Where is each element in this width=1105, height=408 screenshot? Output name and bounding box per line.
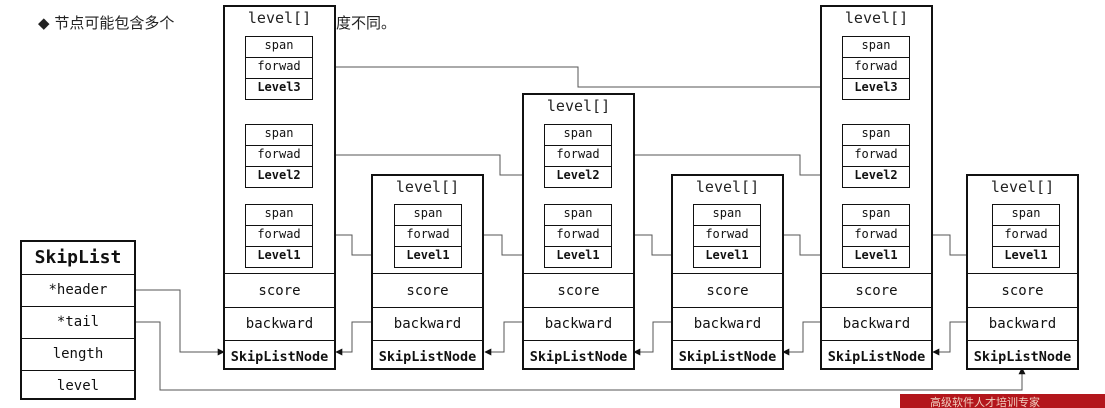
backward-row: backward xyxy=(522,307,635,340)
level-entry-level1: span forwad Level1 xyxy=(842,204,910,268)
skiplist-node-6 xyxy=(966,174,1079,370)
level-entry-level2: span forwad Level2 xyxy=(842,124,910,188)
skiplist-field-header: *header xyxy=(22,274,134,306)
backward-arrow-n2-n1 xyxy=(335,321,371,356)
backward-row: backward xyxy=(671,307,784,340)
node-footer: score backward SkipListNode xyxy=(966,273,1079,372)
level-array-title: level[] xyxy=(695,178,760,196)
score-row: score xyxy=(671,273,784,307)
level-label: Level1 xyxy=(544,246,612,268)
tail-pointer-arrow xyxy=(136,321,1026,391)
backward-row: backward xyxy=(371,307,484,340)
level-array-title: level[] xyxy=(844,9,909,27)
level-array-title: level[] xyxy=(546,97,611,115)
backward-row: backward xyxy=(223,307,336,340)
forward-cell: forwad xyxy=(693,225,761,247)
bullet-icon: ◆ xyxy=(38,14,50,32)
level-label: Level1 xyxy=(842,246,910,268)
span-cell: span xyxy=(693,204,761,226)
level-array-title: level[] xyxy=(395,178,460,196)
node-type-label: SkipListNode xyxy=(522,340,635,372)
level-label: Level3 xyxy=(842,78,910,100)
level-entry-level3: span forwad Level3 xyxy=(245,36,313,100)
forward-arrow-l2-n3-n5 xyxy=(610,154,842,179)
span-cell: span xyxy=(245,36,313,58)
backward-row: backward xyxy=(820,307,933,340)
skiplist-field-length: length xyxy=(22,338,134,370)
node-type-label: SkipListNode xyxy=(223,340,336,372)
level-label: Level3 xyxy=(245,78,313,100)
level-entry-level1: span forwad Level1 xyxy=(992,204,1060,268)
span-cell: span xyxy=(245,204,313,226)
node-footer: score backward SkipListNode xyxy=(820,273,933,372)
forward-cell: forwad xyxy=(842,57,910,79)
span-cell: span xyxy=(394,204,462,226)
score-row: score xyxy=(966,273,1079,307)
level-array-title: level[] xyxy=(990,178,1055,196)
node-footer: score backward SkipListNode xyxy=(671,273,784,372)
forward-cell: forwad xyxy=(394,225,462,247)
level-entry-level1: span forwad Level1 xyxy=(693,204,761,268)
header-pointer-arrow xyxy=(136,289,225,356)
span-cell: span xyxy=(544,204,612,226)
level-label: Level1 xyxy=(992,246,1060,268)
forward-cell: forwad xyxy=(544,225,612,247)
skiplist-field-tail: *tail xyxy=(22,306,134,338)
span-cell: span xyxy=(842,204,910,226)
span-cell: span xyxy=(992,204,1060,226)
level-label: Level2 xyxy=(544,166,612,188)
forward-cell: forwad xyxy=(245,57,313,79)
node-type-label: SkipListNode xyxy=(371,340,484,372)
forward-cell: forwad xyxy=(992,225,1060,247)
span-cell: span xyxy=(842,124,910,146)
backward-arrow-n3-n2 xyxy=(484,321,522,356)
level-label: Level1 xyxy=(693,246,761,268)
level-entry-level1: span forwad Level1 xyxy=(544,204,612,268)
intro-text-start: ◆ 节点可能包含多个 xyxy=(38,12,174,33)
level-label: Level1 xyxy=(394,246,462,268)
forward-cell: forwad xyxy=(544,145,612,167)
skiplist-title: SkipList xyxy=(34,247,122,268)
level-array-title: level[] xyxy=(247,9,312,27)
level-entry-level3: span forwad Level3 xyxy=(842,36,910,100)
level-label: Level2 xyxy=(842,166,910,188)
intro-text: 节点可能包含多个 xyxy=(54,14,175,32)
span-cell: span xyxy=(842,36,910,58)
node-footer: score backward SkipListNode xyxy=(522,273,635,372)
node-type-label: SkipListNode xyxy=(820,340,933,372)
forward-cell: forwad xyxy=(245,145,313,167)
forward-cell: forwad xyxy=(842,225,910,247)
forward-arrow-l3-n1-n5 xyxy=(312,66,842,91)
level-entry-level1: span forwad Level1 xyxy=(394,204,462,268)
score-row: score xyxy=(522,273,635,307)
forward-cell: forwad xyxy=(842,145,910,167)
skiplist-field-level: level xyxy=(22,370,134,402)
level-entry-level1: span forwad Level1 xyxy=(245,204,313,268)
backward-arrow-n4-n3 xyxy=(633,321,671,356)
span-cell: span xyxy=(544,124,612,146)
node-type-label: SkipListNode xyxy=(671,340,784,372)
backward-row: backward xyxy=(966,307,1079,340)
backward-arrow-n6-n5 xyxy=(932,321,966,356)
forward-arrow-l2-n1-n3 xyxy=(312,154,544,179)
footer-banner: 高级软件人才培训专家 xyxy=(900,394,1105,408)
level-entry-level2: span forwad Level2 xyxy=(245,124,313,188)
level-label: Level1 xyxy=(245,246,313,268)
level-label: Level2 xyxy=(245,166,313,188)
span-cell: span xyxy=(245,124,313,146)
backward-arrow-n5-n4 xyxy=(782,321,820,356)
intro-text-end: 度不同。 xyxy=(336,14,397,32)
forward-cell: forwad xyxy=(245,225,313,247)
node-type-label: SkipListNode xyxy=(966,340,1079,372)
score-row: score xyxy=(371,273,484,307)
level-entry-level2: span forwad Level2 xyxy=(544,124,612,188)
node-footer: score backward SkipListNode xyxy=(371,273,484,372)
score-row: score xyxy=(820,273,933,307)
skiplist-struct: SkipList *header *tail length level xyxy=(20,240,136,400)
node-footer: score backward SkipListNode xyxy=(223,273,336,372)
score-row: score xyxy=(223,273,336,307)
